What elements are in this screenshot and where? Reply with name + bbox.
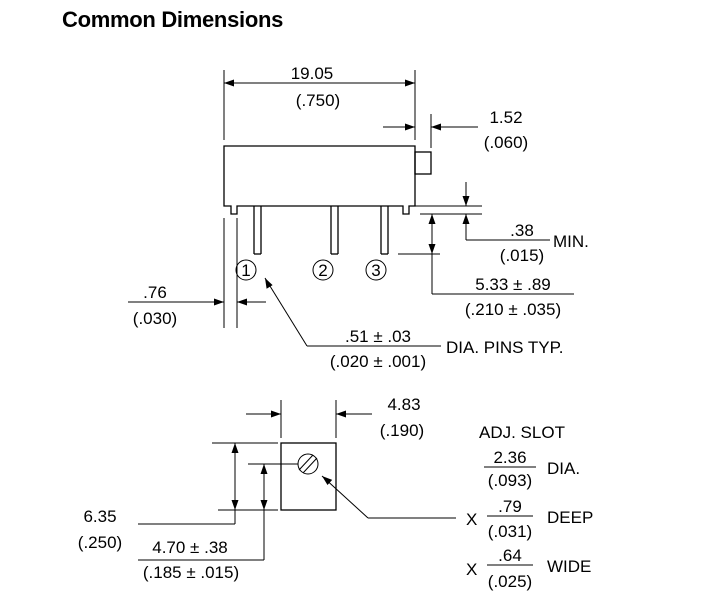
slot-diameter-in: (.093) bbox=[488, 471, 532, 490]
end-width-mm: 4.83 bbox=[387, 395, 420, 414]
dim-pin-length: 5.33 ± .89 (.210 ± .035) bbox=[398, 214, 574, 319]
pin-number-1: 1 bbox=[241, 261, 250, 280]
slot-width-note: WIDE bbox=[547, 557, 591, 576]
slot-depth-in: (.031) bbox=[488, 522, 532, 541]
slot-height-in: (.185 ± .015) bbox=[143, 563, 239, 582]
knob-protrusion-mm: 1.52 bbox=[489, 108, 522, 127]
pin-number-circle-1 bbox=[235, 259, 257, 281]
dim-pin-diameter: .51 ± .03 (.020 ± .001) DIA. PINS TYP. bbox=[264, 277, 563, 371]
slot-depth-prefix: X bbox=[466, 510, 477, 529]
pin-diameter-in: (.020 ± .001) bbox=[330, 352, 426, 371]
side-view: 1 2 3 19.05 (.750) 1.52 (.060) bbox=[128, 64, 589, 371]
dim-slot-height: 4.70 ± .38 (.185 ± .015) bbox=[138, 463, 298, 582]
slot-diameter-note: DIA. bbox=[547, 459, 580, 478]
overall-length-in: (.750) bbox=[296, 91, 340, 110]
end-height-in: (.250) bbox=[78, 533, 122, 552]
slot-diameter-mm: 2.36 bbox=[493, 448, 526, 467]
end-view-body bbox=[280, 442, 337, 511]
standoff-note: MIN. bbox=[553, 232, 589, 251]
end-view: 4.83 (.190) 6.35 (.250) 4.70 ± .38 (.185… bbox=[78, 395, 594, 591]
pin-diameter-note: DIA. PINS TYP. bbox=[446, 338, 563, 357]
pin-number-circle-3 bbox=[365, 259, 387, 281]
slot-width-mm: .64 bbox=[498, 546, 522, 565]
dim-knob-protrusion: 1.52 (.060) bbox=[383, 108, 528, 152]
standoff-mm: .38 bbox=[510, 221, 534, 240]
adj-slot-heading: ADJ. SLOT bbox=[479, 423, 565, 442]
dim-end-height: 6.35 (.250) bbox=[78, 442, 278, 552]
pin-length-in: (.210 ± .035) bbox=[465, 300, 561, 319]
pin-edge-offset-in: (.030) bbox=[133, 309, 177, 328]
dim-end-width: 4.83 (.190) bbox=[246, 395, 424, 440]
pin-length-mm: 5.33 ± .89 bbox=[475, 275, 551, 294]
trimmer-body bbox=[223, 145, 416, 215]
slot-depth-mm: .79 bbox=[498, 497, 522, 516]
pin-edge-offset-mm: .76 bbox=[143, 283, 167, 302]
knob-protrusion-in: (.060) bbox=[484, 133, 528, 152]
pin-3 bbox=[380, 206, 389, 255]
dim-pin-edge-offset: .76 (.030) bbox=[128, 218, 266, 328]
overall-length-mm: 19.05 bbox=[291, 64, 334, 83]
adjustment-knob bbox=[414, 151, 432, 175]
end-height-mm: 6.35 bbox=[83, 507, 116, 526]
standoff-in: (.015) bbox=[500, 246, 544, 265]
slot-width-prefix: X bbox=[466, 560, 477, 579]
slot-leader bbox=[321, 475, 456, 519]
adjustment-slot-icon bbox=[297, 453, 319, 475]
pin-2 bbox=[330, 206, 339, 255]
end-width-in: (.190) bbox=[380, 421, 424, 440]
slot-width-in: (.025) bbox=[488, 572, 532, 591]
dim-standoff: .38 (.015) MIN. bbox=[412, 182, 589, 265]
adj-slot-callout: ADJ. SLOT 2.36 (.093) DIA. X .79 (.031) … bbox=[466, 423, 593, 591]
pin-number-circle-2 bbox=[312, 259, 334, 281]
slot-depth-note: DEEP bbox=[547, 508, 593, 527]
dim-overall-length: 19.05 (.750) bbox=[223, 64, 416, 140]
pin-number-2: 2 bbox=[318, 261, 327, 280]
pin-diameter-mm: .51 ± .03 bbox=[345, 327, 411, 346]
pin-number-3: 3 bbox=[371, 261, 380, 280]
pin-1 bbox=[253, 206, 262, 255]
page-title: Common Dimensions bbox=[62, 7, 284, 32]
slot-height-mm: 4.70 ± .38 bbox=[152, 538, 228, 557]
